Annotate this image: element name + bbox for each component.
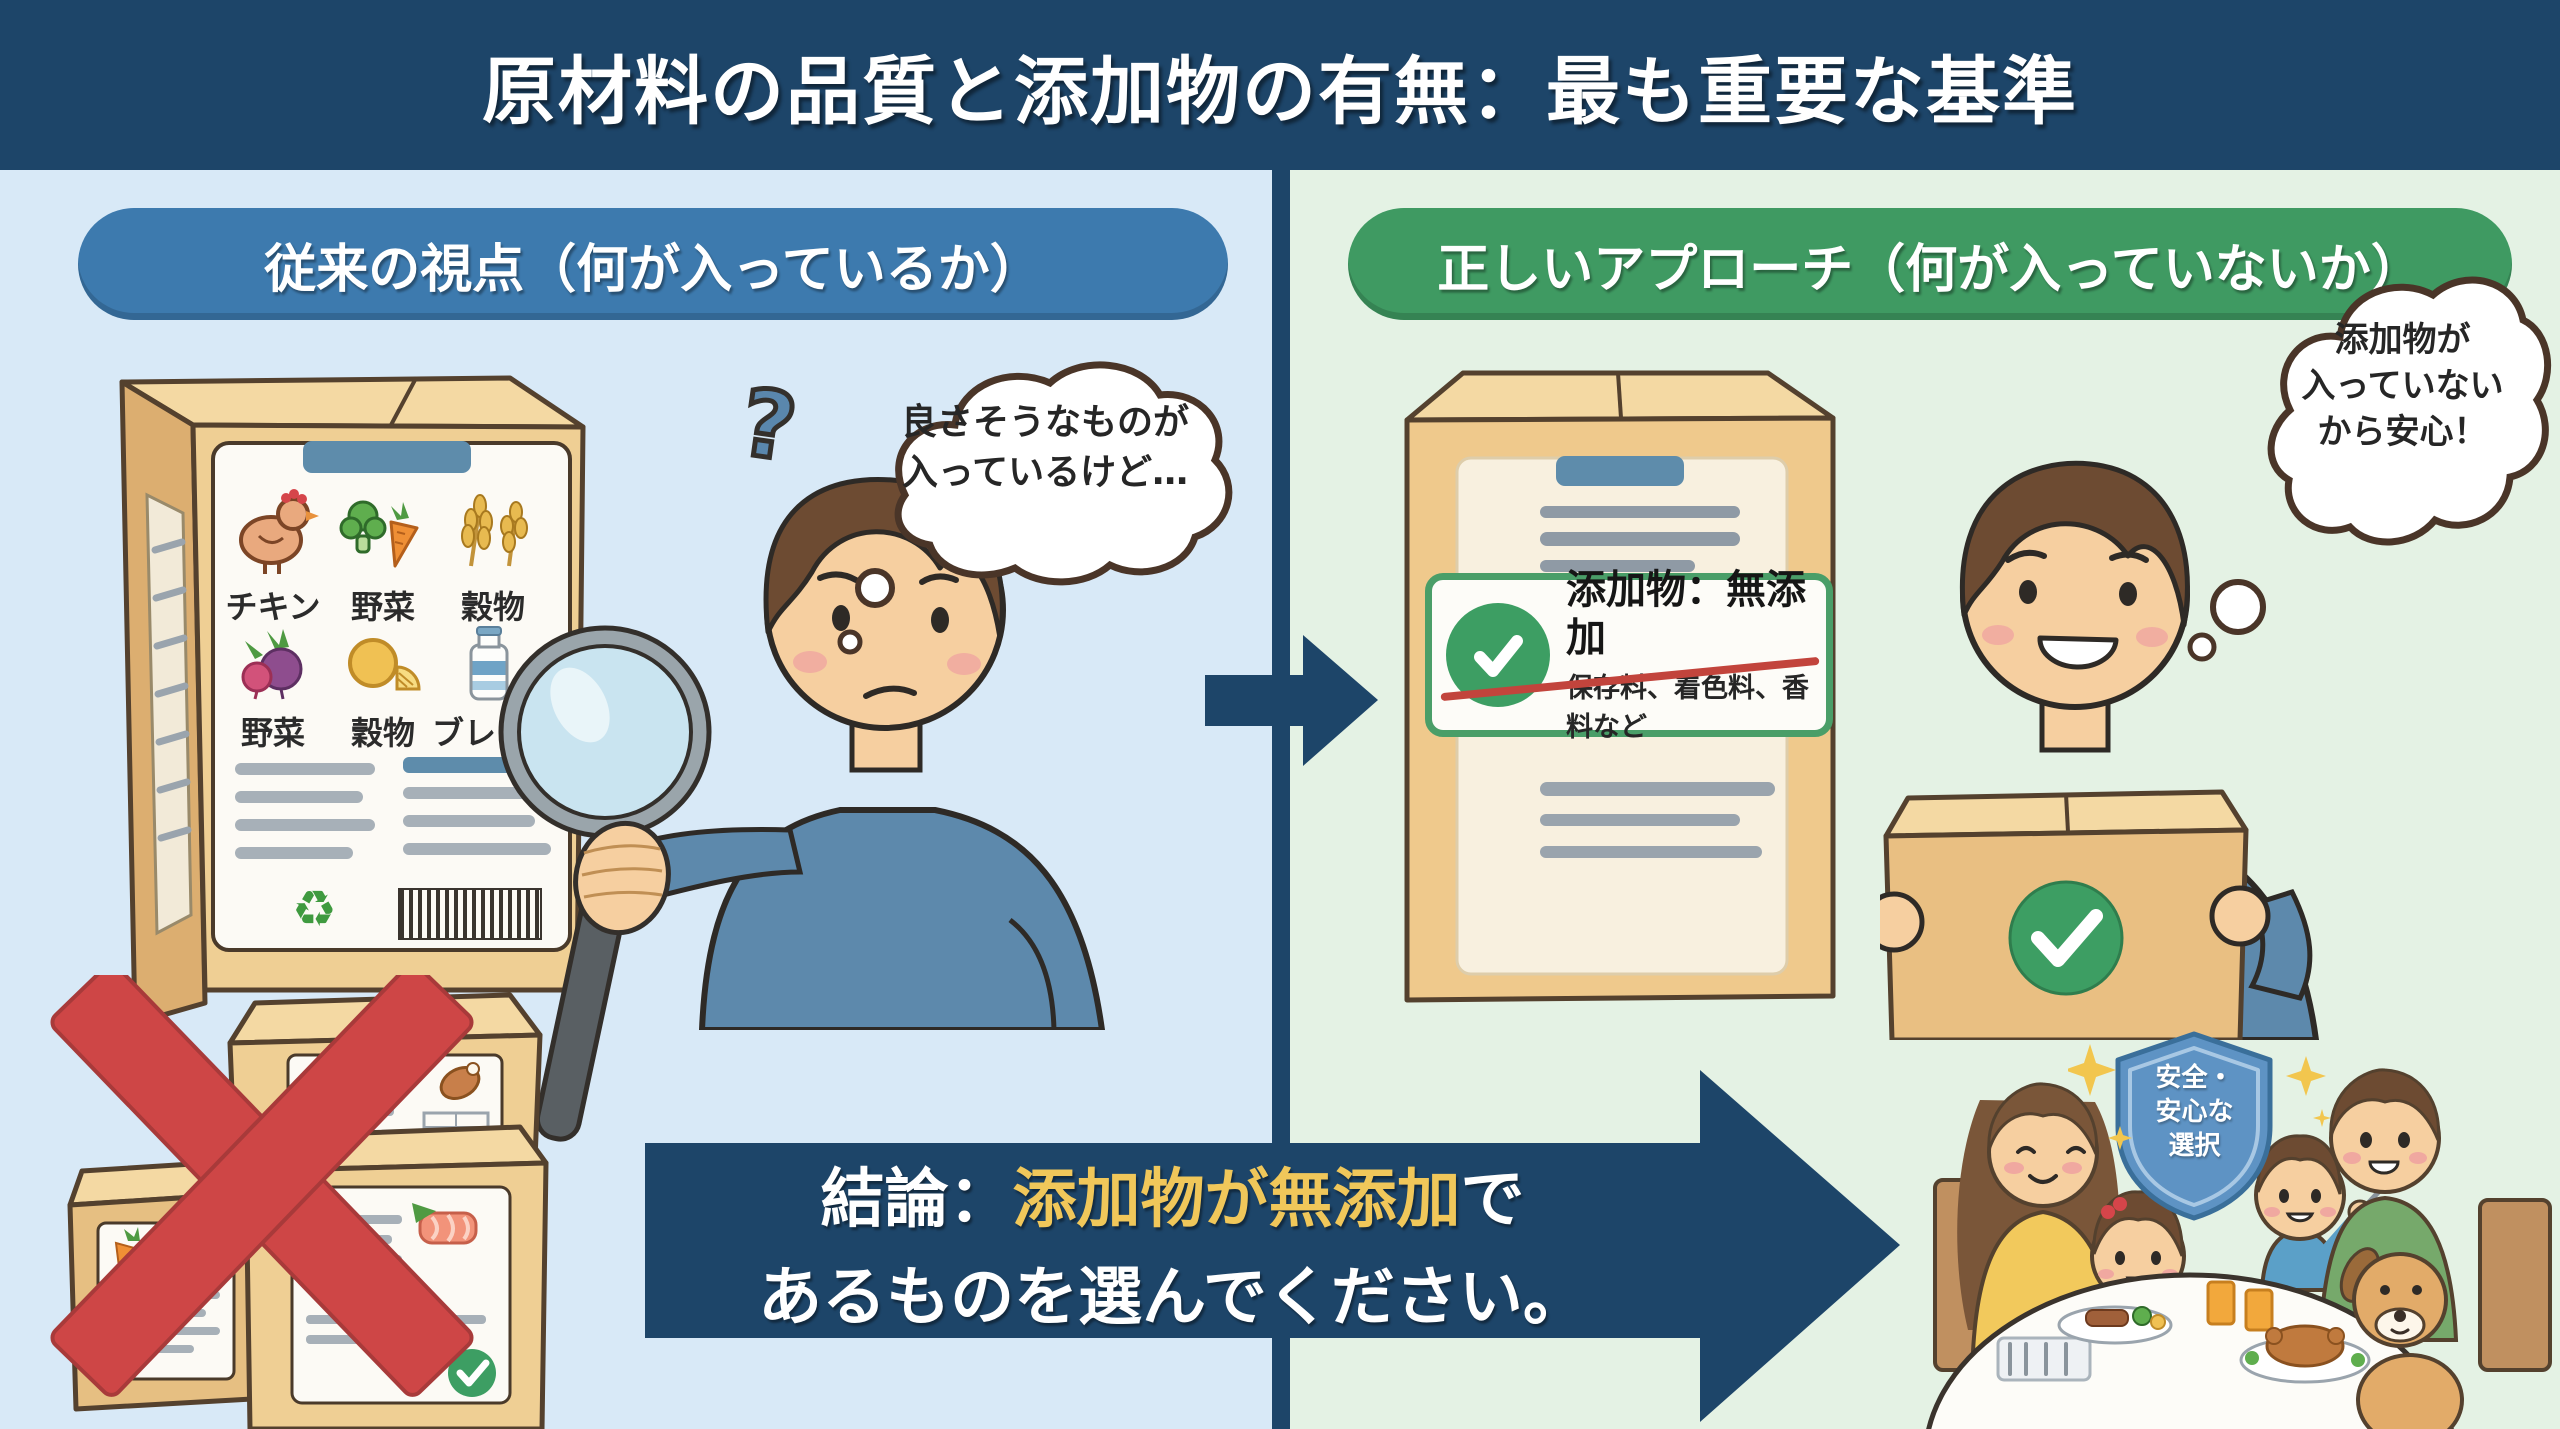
shield-text: 安全・ 安心な 選択 bbox=[2155, 1063, 2234, 1161]
conclusion-banner bbox=[645, 1070, 1900, 1422]
family-dinner-illustration bbox=[1926, 1068, 2552, 1429]
frown-mouth bbox=[863, 685, 917, 699]
right-thought-bubble bbox=[2267, 276, 2552, 546]
roast-chicken-icon bbox=[2265, 1324, 2345, 1368]
ingredient-label-chicken: チキン bbox=[225, 588, 321, 626]
grain-icon bbox=[461, 494, 528, 567]
smile-mouth bbox=[2037, 635, 2119, 670]
rejected-x-icon bbox=[50, 975, 474, 1397]
conclusion-text: 結論：添加物が無添加で あるものを選んでください。 bbox=[645, 1150, 1700, 1335]
left-bubble-trail bbox=[837, 568, 895, 655]
vegetables-icon bbox=[339, 500, 419, 568]
recycle-icon: ♻ bbox=[292, 880, 337, 938]
left-thought-text: 良さそうなものが 入っているけど… bbox=[900, 402, 1189, 494]
page-title: 原材料の品質と添加物の有無：最も重要な基準 bbox=[482, 48, 2078, 135]
beet-icon bbox=[241, 629, 303, 700]
dog-body bbox=[2356, 1353, 2464, 1429]
ingredient-label-lemon: 穀物 bbox=[350, 714, 415, 752]
safety-shield-icon bbox=[2115, 1031, 2273, 1221]
conclusion-line1: 結論：添加物が無添加で bbox=[820, 1162, 1525, 1237]
ingredient-label-grain: 穀物 bbox=[460, 588, 525, 626]
left-thought-bubble bbox=[894, 361, 1233, 586]
right-thought-text: 添加物が 入っていない から安心！ bbox=[2301, 320, 2504, 452]
dining-table bbox=[1926, 1272, 2454, 1429]
right-panel-heading: 正しいアプローチ（何が入っていないか） bbox=[1348, 208, 2512, 320]
ingredient-label-vegetables: 野菜 bbox=[350, 588, 415, 626]
chicken-icon bbox=[239, 489, 319, 574]
happy-person-illustration bbox=[1880, 460, 2320, 1040]
lemon-icon bbox=[348, 638, 421, 691]
rejected-boxes-illustration bbox=[50, 975, 549, 1429]
ingredient-label-beet: 野菜 bbox=[240, 714, 305, 752]
ingredient-box-illustration bbox=[119, 375, 586, 1025]
panel-divider bbox=[1272, 170, 1290, 1429]
badge-title: 添加物：無添加 bbox=[1566, 567, 1806, 661]
header-bar: 原材料の品質と添加物の有無：最も重要な基準 bbox=[0, 0, 2560, 170]
additive-free-badge: 添加物：無添加 保存料、着色料、香料など bbox=[1425, 567, 1833, 743]
transition-arrow-icon bbox=[1205, 635, 1378, 766]
sparkle-icons bbox=[2068, 1044, 2331, 1150]
juice-glass bbox=[2244, 1288, 2274, 1332]
left-panel-heading: 従来の視点（何が入っているか） bbox=[78, 208, 1228, 320]
conclusion-highlight: 添加物が無添加 bbox=[1012, 1162, 1461, 1237]
hair bbox=[1959, 460, 2190, 628]
side-label-strip bbox=[145, 492, 193, 936]
barcode bbox=[398, 888, 542, 940]
right-bubble-trail bbox=[2187, 579, 2266, 662]
juice-glass bbox=[2206, 1280, 2236, 1326]
conclusion-line2: あるものを選んでください。 bbox=[758, 1260, 1587, 1335]
salmon-icon bbox=[412, 1203, 478, 1245]
magnifying-glass-icon bbox=[498, 625, 712, 1142]
box-check-icon bbox=[2008, 880, 2124, 996]
milk-bottle-icon bbox=[469, 626, 509, 701]
